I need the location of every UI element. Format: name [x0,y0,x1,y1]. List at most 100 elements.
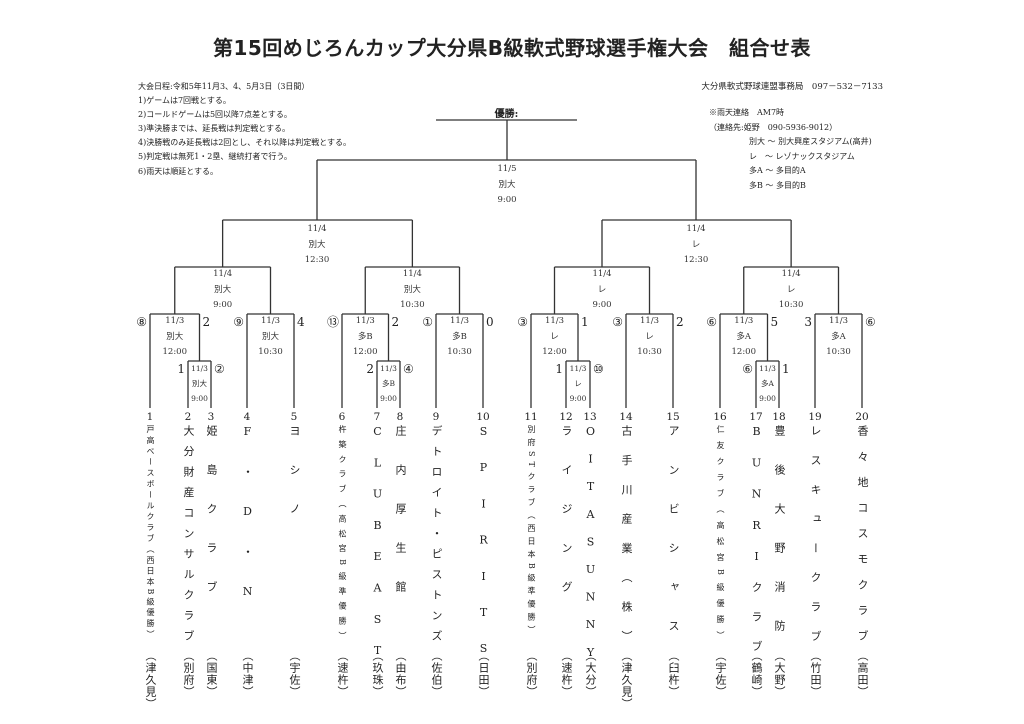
semifinal-game-venue: 別大 [308,239,326,250]
round2-game-date: 11/3 [449,316,470,326]
final-game-date: 11/5 [497,164,517,174]
semifinal-game-time: 12:30 [304,255,330,265]
team-region: （別府） [182,650,195,698]
rule-4: 4)決勝戦のみ延長戦は2回とし、それ以降は判定戦とする。 [138,138,352,147]
team-name: ライジング [560,425,573,620]
team-name: SPIRITS [477,425,490,679]
round2-game-time: 10:30 [637,347,662,357]
round2-game-time: 12:00 [731,347,757,357]
round2-game-date: 11/3 [355,316,375,326]
round2-left-score: ⑬ [327,315,340,329]
venue-legend-2: レ ～ レゾナックスタジアム [749,151,855,161]
team-region: （速杵） [336,650,349,698]
team-region: （中津） [241,650,254,698]
quarterfinal-game-date: 11/4 [402,269,422,279]
team-region: （大分） [584,650,597,698]
team-name: デトロイト・ピストンズ [430,425,443,651]
team-region: （宇佐） [288,650,301,698]
schedule-text: 大会日程:令和5年11月3、4、5月3日（3日間） [138,82,310,91]
team-number: 9 [432,411,440,423]
quarterfinal-game-date: 11/4 [781,269,801,279]
round2-game-date: 11/3 [828,316,849,326]
round2-right-score: 2 [676,315,684,329]
round2-game-time: 12:00 [353,347,378,357]
rain-contact: ※雨天連絡 AM7時 （連絡先:姫野 090-5936-9012） 別大 ～ 別… [709,106,872,193]
team-number: 13 [583,411,597,423]
team-region: （宇佐） [714,650,727,698]
champion-label: 優勝: [494,109,519,120]
round2-game-date: 11/3 [260,316,281,326]
team-number: 10 [476,411,490,423]
team-name: 仁友クラブ（高松宮B級優勝） [716,425,725,647]
team-number: 16 [713,411,727,423]
round1-game-venue: 多B [381,379,395,388]
team-number: 14 [619,411,633,423]
page-title: 第15回めじろんカップ大分県B級軟式野球選手権大会 組合せ表 [212,36,812,60]
team-name: OITASUNNY [584,425,597,674]
team-number: 11 [524,411,538,423]
round2-left-score: ① [422,315,433,329]
rain-notice: ※雨天連絡 AM7時 [709,108,785,117]
round1-game-date: 11/3 [380,364,397,373]
round2-game-time: 10:30 [258,347,283,357]
round2-game-venue: 多A [736,331,752,342]
venue-legend-1: 別大 ～ 別大興産スタジアム(高井) [749,137,872,146]
quarterfinal-game-date: 11/4 [213,269,233,279]
team-region: （臼杵） [667,650,680,698]
round2-right-score: 2 [391,315,400,329]
office-contact: 大分県軟式野球連盟事務局 097－532－7133 [701,82,883,92]
round2-right-score: 4 [297,315,305,329]
round1-left-score: ⑥ [742,362,753,376]
round2-right-score: 0 [486,315,494,329]
round1-game-venue: レ [574,379,582,388]
quarterfinal-game-venue: 別大 [403,284,421,295]
round1-game-time: 9:00 [569,394,587,403]
rule-3: 3)準決勝までは、延長戦は判定戦とする。 [138,124,290,133]
team-region: （津久見） [144,650,157,710]
team-region: （津久見） [620,650,633,710]
semifinal-game-time: 12:30 [683,255,709,265]
round2-right-score: 5 [770,315,779,329]
quarterfinal-game-time: 10:30 [778,300,804,310]
round2-game-time: 12:00 [162,347,188,357]
round1-game-venue: 別大 [192,379,207,388]
round2-left-score: ⑨ [233,315,244,329]
round2-game-time: 10:30 [447,347,472,357]
team-region: （鶴崎） [750,650,763,698]
semifinal-game-date: 11/4 [686,224,706,234]
round1-game-time: 9:00 [191,394,208,403]
round1-left-score: 1 [177,362,185,376]
team-name: BUNRIクラブ [750,425,763,670]
team-region: （日田） [477,650,490,698]
quarterfinal-game-time: 9:00 [213,300,233,310]
round1-left-score: 2 [366,362,374,376]
final-game-venue: 別大 [498,179,516,190]
round1-game-date: 11/3 [569,364,587,373]
team-region: （別府） [525,650,538,698]
team-region: （速杵） [560,650,573,698]
round2-game-time: 10:30 [826,347,851,357]
venue-legend-3: 多A ～ 多目的A [749,166,806,175]
team-number: 7 [373,411,381,423]
team-name: 姫島クラブ [205,425,218,620]
round2-game-venue: 別大 [261,331,279,342]
team-number: 1 [146,411,154,423]
team-region: （大野） [773,650,786,698]
round2-right-score: 2 [202,315,211,329]
round1-game-date: 11/3 [191,364,208,373]
round2-game-venue: 多B [452,331,467,342]
team-name: 庄内厚生館 [394,425,407,620]
round1-left-score: 1 [555,362,563,376]
round2-left-score: ③ [517,315,528,329]
team-name: 杵築クラブ（高松宮B級準優勝） [338,425,347,647]
round2-game-venue: レ [550,331,559,342]
quarterfinal-game-venue: 別大 [214,284,232,295]
round1-game-venue: 多A [761,379,774,388]
round1-right-score: ② [214,362,225,376]
rule-5: 5)判定戦は無死1・2塁、継続打者で行う。 [138,152,292,161]
team-number: 3 [207,411,215,423]
round2-left-score: ⑥ [706,315,717,329]
quarterfinal-game-time: 10:30 [400,300,425,310]
team-region: （竹田） [809,650,822,698]
semifinal-game-date: 11/4 [307,224,327,234]
